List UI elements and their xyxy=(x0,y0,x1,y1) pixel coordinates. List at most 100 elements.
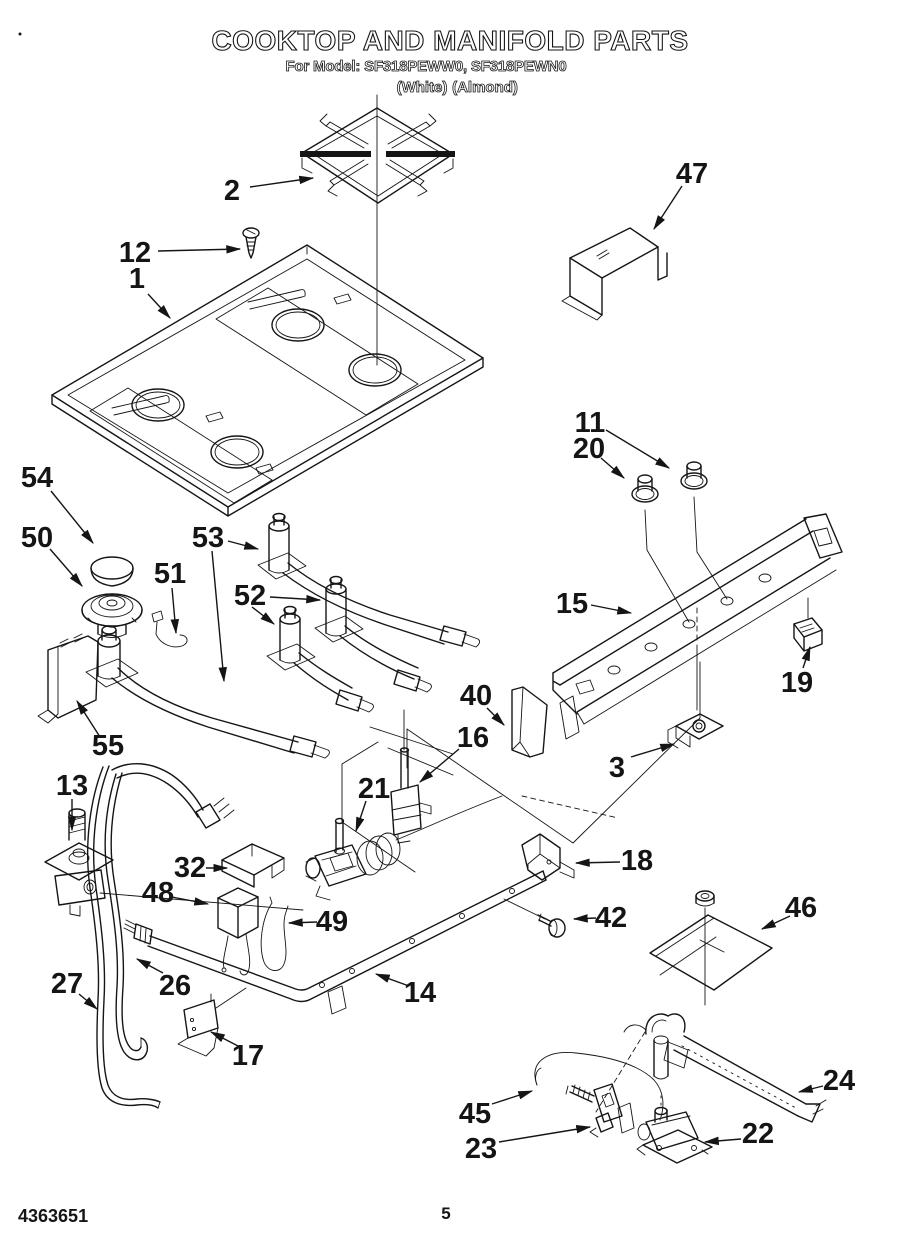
callout-24-label: 24 xyxy=(823,1065,855,1097)
bracket-55-art xyxy=(37,633,99,724)
burner-cap-54-art xyxy=(90,556,134,587)
callout-54-arrow xyxy=(50,490,94,544)
wire-49-art xyxy=(260,896,289,971)
callout-19-label: 19 xyxy=(781,667,813,699)
callout-47-arrow xyxy=(653,185,683,231)
callout-42-label: 42 xyxy=(595,902,627,934)
bracket-32-art xyxy=(221,843,285,888)
bracket-47-art xyxy=(561,227,668,321)
callout-15-label: 15 xyxy=(556,588,588,620)
construction-lines xyxy=(341,661,701,873)
callout-15-arrow xyxy=(590,604,633,615)
callout-3-label: 3 xyxy=(609,752,625,784)
igniter-wire-45-art xyxy=(534,1052,664,1121)
callout-21-label: 21 xyxy=(358,773,390,805)
callout-19-arrow xyxy=(801,645,811,669)
callout-50-arrow xyxy=(49,548,83,587)
finish-white-label: (White) xyxy=(397,79,448,96)
callout-53-label: 53 xyxy=(192,522,224,554)
callout-20-label: 20 xyxy=(573,433,605,465)
callout-42-arrow xyxy=(572,914,597,923)
callout-22-label: 22 xyxy=(742,1118,774,1150)
callout-51-arrow xyxy=(170,587,180,635)
burner-tube-24-art xyxy=(595,1013,827,1123)
callout-26-label: 26 xyxy=(159,970,191,1002)
callout-32-label: 32 xyxy=(174,852,206,884)
callout-55-label: 55 xyxy=(92,730,124,762)
callout-53-arrow xyxy=(227,540,260,550)
callout-16-label: 16 xyxy=(457,722,489,754)
valve-16-art xyxy=(390,709,432,844)
callout-14-label: 14 xyxy=(404,977,436,1009)
callout-52-arrow xyxy=(251,606,275,625)
callout-24-arrow xyxy=(797,1084,824,1093)
callout-48-arrow xyxy=(171,896,210,906)
callout-11-label: 11 xyxy=(575,407,606,439)
doc-number: 4363651 xyxy=(18,1206,88,1226)
callout-47-label: 47 xyxy=(676,158,708,190)
callout-16-arrow xyxy=(419,748,460,783)
callout-12-arrow xyxy=(157,245,242,254)
callout-18-arrow xyxy=(574,858,621,867)
page-title: COOKTOP AND MANIFOLD PARTS xyxy=(211,25,688,56)
callout-1-label: 1 xyxy=(129,263,145,295)
tube-27-art xyxy=(86,765,161,1109)
callout-2-label: 2 xyxy=(224,175,240,207)
bracket-18-art xyxy=(521,833,575,881)
callout-23-arrow xyxy=(498,1125,592,1143)
callout-22-arrow xyxy=(703,1136,742,1146)
model-line: For Model: SF318PEWW0, SF318PEWN0 xyxy=(286,58,567,75)
screw-12-art xyxy=(242,227,260,259)
callout-52-arrow xyxy=(269,594,322,604)
burner-tube-rear-art xyxy=(266,605,374,713)
page-speck xyxy=(18,32,22,36)
spark-module-48-art xyxy=(217,887,259,976)
callout-21-arrow xyxy=(355,800,367,833)
callout-40-label: 40 xyxy=(460,680,492,712)
callout-1-arrow xyxy=(147,293,171,319)
callout-45-label: 45 xyxy=(459,1098,491,1130)
callout-11-arrow xyxy=(605,429,671,469)
callout-27-label: 27 xyxy=(51,968,83,1000)
callout-50-label: 50 xyxy=(21,522,53,554)
callout-23-label: 23 xyxy=(465,1133,497,1165)
callout-49-label: 49 xyxy=(316,906,348,938)
callout-13-label: 13 xyxy=(56,770,88,802)
thermostat-assembly-art xyxy=(305,795,503,901)
sensor-51-art xyxy=(151,610,188,648)
callout-40-arrow xyxy=(486,707,505,726)
burner-tube-53-art xyxy=(257,512,481,648)
burner-tube-front-art xyxy=(85,625,330,759)
callout-46-label: 46 xyxy=(785,892,817,924)
callout-17-label: 17 xyxy=(232,1040,264,1072)
cap-11-art xyxy=(680,461,728,600)
cooktop-art xyxy=(51,244,484,517)
manifold-pipe-14-art xyxy=(123,870,547,1015)
burner-tube-52-art xyxy=(314,575,432,693)
manifold-panel-art xyxy=(552,513,843,740)
screw-42-art xyxy=(503,898,566,938)
callout-54-label: 54 xyxy=(21,462,53,494)
cap-20-art xyxy=(631,474,690,623)
burner-grate-art xyxy=(300,107,455,204)
callout-14-arrow xyxy=(374,973,410,987)
callout-3-arrow xyxy=(630,743,676,758)
literature-46-art xyxy=(649,890,773,1006)
nut-3-art xyxy=(667,607,724,749)
callout-52-label: 52 xyxy=(234,580,266,612)
finish-almond-label: (Almond) xyxy=(452,79,518,96)
tube-26-art xyxy=(104,762,235,1061)
callout-48-label: 48 xyxy=(142,877,174,909)
callout-12-label: 12 xyxy=(119,237,151,269)
callout-17-arrow xyxy=(209,1031,239,1047)
callout-55-arrow xyxy=(76,699,101,738)
callout-53-arrow xyxy=(211,550,227,683)
page-number: 5 xyxy=(441,1204,450,1223)
callout-46-arrow xyxy=(760,915,791,930)
callout-51-label: 51 xyxy=(154,558,186,590)
callout-20-arrow xyxy=(600,457,625,479)
valve-22-art xyxy=(636,1095,713,1164)
